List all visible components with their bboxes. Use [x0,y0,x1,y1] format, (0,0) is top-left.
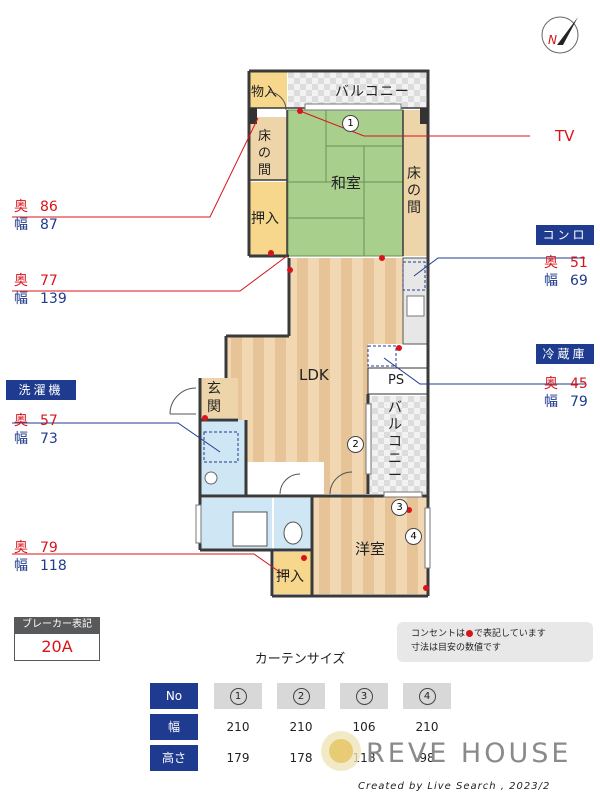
compass-north-label: N [548,33,557,47]
room-balcony-top-label: バルコニー [335,84,410,100]
tatami-lines [288,110,403,256]
tokonoma-left-area [249,117,287,180]
note-box: コンセントはで表記しています 寸法は目安の数値です [397,622,593,662]
brand-credit: Created by Live Search , 2023/2 [358,781,551,792]
curtain-width-1: 210 [226,720,250,734]
balcony-top-area [288,71,428,108]
room-washitsu-label: 和室 [331,174,362,192]
room-ps-label: PS [388,373,405,388]
toilet-bowl [283,521,303,545]
brand-name: REVE HOUSE [366,738,572,769]
storage-area [249,71,287,108]
fridge-badge: 冷蔵庫 [536,344,594,364]
room-youshitsu-label: 洋室 [355,540,386,558]
stove-badge: コンロ [536,225,594,245]
room-tokonoma-right-label: 床の間 [407,166,421,216]
room-entrance-label: 玄関 [207,381,221,415]
curtain-no-4: 4 [403,683,451,709]
fridge-marker [367,345,397,367]
outlet-legend-dot [466,630,474,637]
room-closet-left-label: 押入 [251,211,279,227]
room-balcony-right-label: バルコニー [388,400,402,484]
curtain-width-3: 106 [352,720,376,734]
brand-logo-icon [321,731,361,771]
curtain-no-3: 3 [340,683,388,709]
room-closet-bottom-label: 押入 [276,569,304,585]
room-ldk-label: LDK [299,366,329,384]
curtain-no-1: 1 [214,683,262,709]
tv-label: TV [555,127,575,145]
balcony-right-area [370,396,428,494]
stove-marker [402,261,426,291]
curtain-height-1: 179 [226,751,250,765]
curtain-title: カーテンサイズ [254,652,346,667]
washitsu-area [287,109,404,257]
door-swings [169,91,353,495]
washer-badge: 洗濯機 [6,380,76,400]
curtain-width-4: 210 [415,720,439,734]
breaker-label: ブレーカー表記 [14,617,100,633]
washroom-area [200,420,246,496]
window-marker-1: 1 [342,115,359,132]
compass [541,16,579,54]
ldk-floor [226,258,428,494]
curtain-header-no: No [150,683,198,709]
sink [406,295,425,317]
windows [195,103,431,569]
window-marker-4: 4 [405,528,422,545]
window-marker-3: 3 [391,499,408,516]
washbasin [204,471,218,485]
room-tokonoma-left-label: 床の間 [258,129,272,178]
washer-marker [203,431,239,463]
curtain-no-2: 2 [277,683,325,709]
bathtub [232,511,268,547]
window-marker-2: 2 [347,436,364,453]
breaker-value: 20A [14,633,100,661]
curtain-header-width: 幅 [150,714,198,740]
curtain-header-height: 高さ [150,745,198,771]
curtain-height-2: 178 [289,751,313,765]
curtain-height-4: 98 [419,751,435,765]
closet-left-area [249,182,287,256]
tokonoma-right-area [403,110,428,256]
room-storage-label: 物入 [251,85,278,100]
curtain-width-2: 210 [289,720,313,734]
entrance-area [200,378,238,418]
